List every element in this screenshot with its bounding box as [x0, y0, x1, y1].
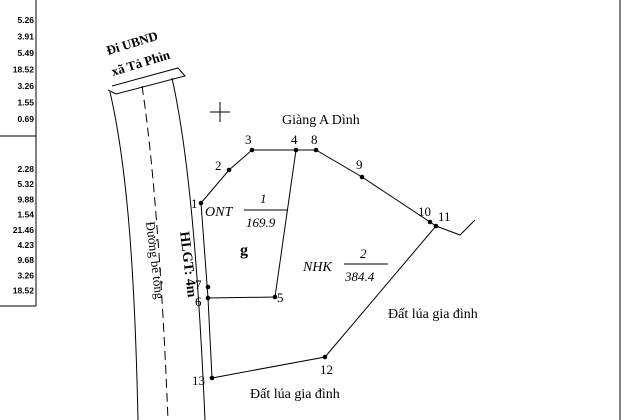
- table-value: 5.32: [17, 179, 34, 189]
- table-value: 9.88: [17, 194, 34, 204]
- boundary-point-label: 12: [320, 362, 333, 377]
- table-value: 3.26: [17, 81, 34, 91]
- table-value: 18.52: [13, 286, 35, 296]
- parcel-boundaries: [200, 149, 476, 379]
- boundary-point-label: 4: [291, 132, 298, 147]
- table-value: 0.69: [17, 114, 34, 124]
- boundary-point-label: 11: [438, 209, 451, 224]
- crosshair-marker: [210, 102, 230, 122]
- boundary-point-marker: [433, 223, 439, 229]
- boundary-point-marker: [272, 294, 278, 300]
- parcel-1-label: ONT 1 169.9: [205, 191, 288, 230]
- neighbor-east: Đất lúa gia đình: [388, 307, 478, 322]
- coordinate-table: 5.26 3.91 5.49 18.52 3.26 1.55 0.69 2.28 5.32 9.…: [0, 0, 37, 307]
- boundary-point-marker: [226, 167, 232, 173]
- boundary-point-marker: [359, 174, 365, 180]
- extension-line: [435, 219, 476, 236]
- neighbor-south: Đất lúa gia đình: [250, 387, 340, 402]
- table-value: 21.46: [13, 225, 35, 235]
- table-value: 1.55: [17, 98, 34, 108]
- boundary-point-label: 13: [192, 373, 205, 388]
- boundary-point-label: 5: [277, 290, 284, 305]
- boundary-point-label: 10: [418, 204, 431, 219]
- boundary-point-marker: [205, 284, 211, 290]
- table-value: 9.68: [17, 255, 34, 265]
- neighbor-north: Giàng A Dình: [282, 113, 360, 128]
- table-value: 3.26: [17, 270, 34, 280]
- boundary-point-label: 3: [245, 132, 252, 147]
- boundary-point-marker: [322, 354, 328, 360]
- table-value: 18.52: [13, 65, 35, 75]
- table-value: 5.26: [17, 15, 34, 25]
- parcel-2-area: 384.4: [344, 269, 375, 284]
- boundary-point-marker: [198, 200, 204, 206]
- boundary-point-marker: [313, 147, 319, 153]
- table-value: 5.49: [17, 48, 34, 58]
- boundary-point-label: 9: [356, 157, 363, 172]
- parcel-2-number: 2: [360, 246, 367, 261]
- boundary-point-marker: [209, 375, 215, 381]
- boundary-point-label: 7: [195, 277, 202, 292]
- boundary-point-label: 6: [195, 294, 202, 309]
- boundary-point-marker: [293, 147, 299, 153]
- table-value: 2.28: [17, 164, 34, 174]
- boundary-point-label: 8: [311, 132, 318, 147]
- parcel-1-number: 1: [260, 191, 267, 206]
- parcel-1-area: 169.9: [246, 215, 276, 230]
- boundary-point-label: 1: [191, 196, 198, 211]
- g-label: g: [240, 242, 248, 259]
- parcel-1-type: ONT: [205, 205, 233, 220]
- boundary-point-marker: [427, 219, 433, 225]
- table-value: 1.54: [17, 210, 34, 220]
- boundary-point-marker: [249, 147, 255, 153]
- road: Đường bê tông HLGT: 4m: [109, 77, 206, 420]
- table-value: 4.23: [17, 240, 34, 250]
- table-value: 3.91: [17, 32, 34, 42]
- boundary-point-marker: [205, 295, 211, 301]
- road-name: Đường bê tông: [143, 221, 167, 301]
- boundary-point-label: 2: [215, 158, 222, 173]
- parcel-2-label: NHK 2 384.4: [302, 246, 388, 284]
- parcel-2-type: NHK: [302, 260, 332, 275]
